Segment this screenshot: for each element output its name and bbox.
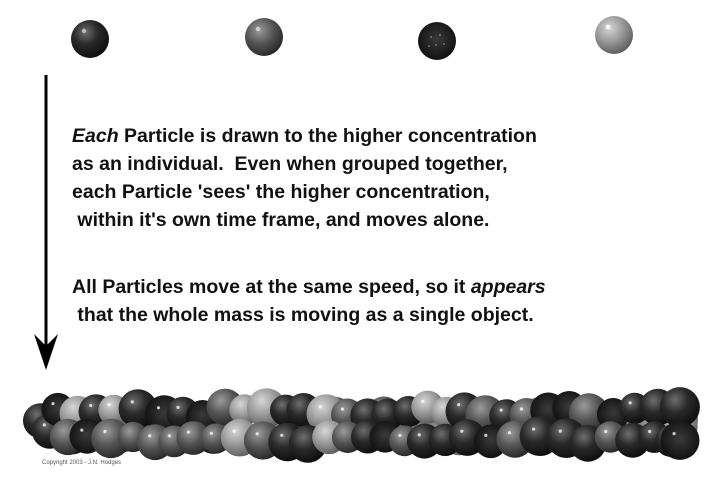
particle-highlight (131, 400, 134, 403)
paragraph-1-line-2: as an individual. Even when grouped toge… (72, 150, 692, 178)
particle-highlight (500, 409, 503, 412)
particle-row-top (71, 16, 633, 60)
particle-highlight (520, 407, 523, 410)
particle-highlight (80, 429, 83, 432)
particle-highlight (421, 400, 424, 403)
particle-highlight (319, 405, 322, 408)
particle-highlight (148, 434, 151, 437)
particle-highlight (604, 430, 607, 433)
particle-mass (23, 387, 700, 463)
paragraph-1-line-3: each Particle 'sees' the higher concentr… (72, 178, 692, 206)
particle-sphere-icon (595, 16, 633, 54)
particle-highlight (457, 403, 460, 406)
particle-highlight (51, 402, 54, 405)
explanation-paragraph-2: All Particles move at the same speed, so… (72, 273, 692, 329)
particle-highlight (460, 430, 463, 433)
particle-highlight (648, 430, 651, 433)
paragraph-1-line-1-rest: Particle is drawn to the higher concentr… (119, 125, 537, 147)
paragraph-2-line-1: All Particles move at the same speed, so… (72, 273, 692, 301)
explanation-paragraph-1: Each Particle is drawn to the higher con… (72, 122, 692, 234)
particle-highlight (508, 431, 511, 434)
paragraph-2-line-1-start: All Particles move at the same speed, so… (72, 276, 471, 298)
emphasis-appears: appears (471, 276, 546, 298)
particle-highlight (280, 434, 283, 437)
particle-highlight (256, 432, 259, 435)
paragraph-1-line-4: within it's own time frame, and moves al… (72, 206, 692, 234)
particle-highlight (107, 403, 110, 406)
particle-sphere-icon (71, 20, 109, 58)
particle-highlight (233, 430, 236, 433)
paragraph-1-line-1: Each Particle is drawn to the higher con… (72, 122, 692, 150)
particle-highlight (187, 431, 190, 434)
particle-highlight (398, 434, 401, 437)
paragraph-2-line-2: that the whole mass is moving as a singl… (72, 301, 692, 329)
particle-highlight (89, 404, 92, 407)
particle-highlight (103, 430, 106, 433)
particle-sphere-icon (245, 18, 283, 56)
particle-highlight (341, 408, 344, 411)
particle-highlight (629, 401, 632, 404)
particle-highlight (168, 434, 171, 437)
emphasis-each: Each (72, 125, 119, 147)
particle-highlight (532, 428, 535, 431)
particle-highlight (43, 423, 46, 426)
particle-highlight (157, 406, 160, 409)
copyright-notice: Copyright 2003 - J.N. Hodges (42, 460, 121, 466)
particle-sphere-icon (661, 421, 700, 460)
particle-highlight (418, 433, 421, 436)
down-arrow-icon (34, 75, 58, 370)
particle-highlight (484, 434, 487, 437)
particle-highlight (673, 432, 676, 435)
particle-highlight (176, 406, 179, 409)
particle-highlight (210, 432, 213, 435)
particle-highlight (559, 430, 562, 433)
particle-sphere-icon (418, 22, 456, 60)
